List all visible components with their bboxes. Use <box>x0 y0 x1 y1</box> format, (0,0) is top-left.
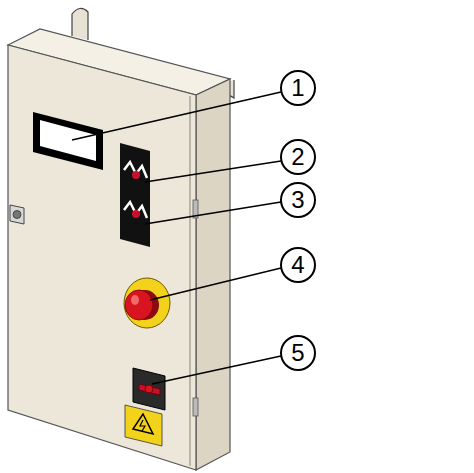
door-lock <box>13 211 21 219</box>
callout-number: 5 <box>291 341 304 365</box>
callout-circle <box>281 336 315 370</box>
callout-circle <box>281 140 315 174</box>
display-frame <box>33 112 103 170</box>
estop-button <box>125 290 153 320</box>
hinge <box>193 398 198 416</box>
cabinet-side <box>196 79 230 470</box>
cabinet-door <box>8 45 196 470</box>
warning-symbol <box>133 414 153 434</box>
switch-handle <box>145 385 153 393</box>
leader-line <box>145 161 281 182</box>
logo-mark <box>124 202 147 218</box>
callout-circle <box>281 183 315 217</box>
main-switch <box>133 368 165 410</box>
callout-circle <box>281 248 315 282</box>
estop-ring <box>124 278 170 328</box>
hanging-bracket <box>72 8 88 40</box>
display-screen <box>40 120 96 161</box>
callout-circle <box>281 71 315 105</box>
door-lock <box>10 205 24 224</box>
leader-line <box>150 268 281 300</box>
leader-line <box>152 356 281 384</box>
warning-symbol <box>140 420 145 431</box>
leader-line <box>145 202 281 224</box>
callout-number: 1 <box>291 76 304 100</box>
logo-mark <box>132 210 140 218</box>
callout-number: 2 <box>291 145 304 169</box>
estop-highlight <box>131 295 139 305</box>
callout-number: 4 <box>291 253 304 277</box>
logo-mark <box>124 162 147 178</box>
logo-mark <box>132 171 140 179</box>
leader-line <box>72 92 281 140</box>
door-edge <box>190 96 191 466</box>
logo-plate <box>120 143 150 247</box>
callout-number: 3 <box>291 188 304 212</box>
switch-handle <box>139 384 160 395</box>
warning-label <box>125 405 162 446</box>
